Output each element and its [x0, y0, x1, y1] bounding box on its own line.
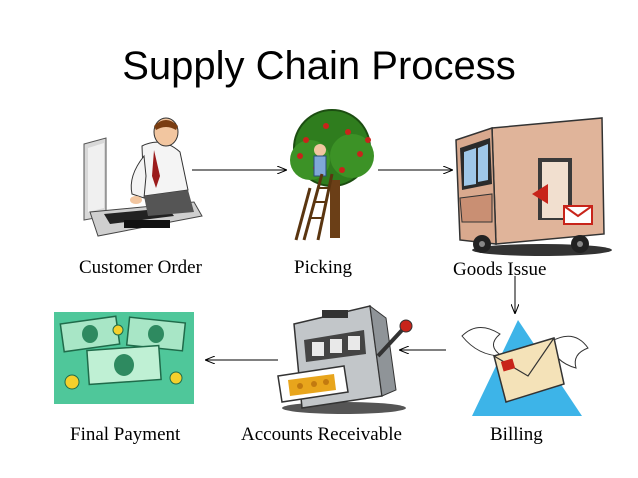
page-title: Supply Chain Process — [122, 44, 516, 88]
step-label-picking: Picking — [294, 257, 353, 278]
step-label-final-payment: Final Payment — [70, 424, 181, 445]
man-at-computer-icon — [83, 117, 203, 237]
flying-envelope-icon — [461, 320, 589, 416]
apple-tree-with-ladder-icon — [290, 109, 374, 241]
step-label-billing: Billing — [490, 424, 543, 445]
cash-register-slot-machine-icon — [277, 304, 413, 414]
step-label-goods-issue: Goods Issue — [453, 259, 547, 280]
step-label-accounts-receivable: Accounts Receivable — [241, 424, 402, 445]
step-label-customer-order: Customer Order — [79, 257, 202, 278]
dollar-bills-icon — [54, 312, 194, 404]
delivery-truck-icon — [455, 117, 612, 256]
